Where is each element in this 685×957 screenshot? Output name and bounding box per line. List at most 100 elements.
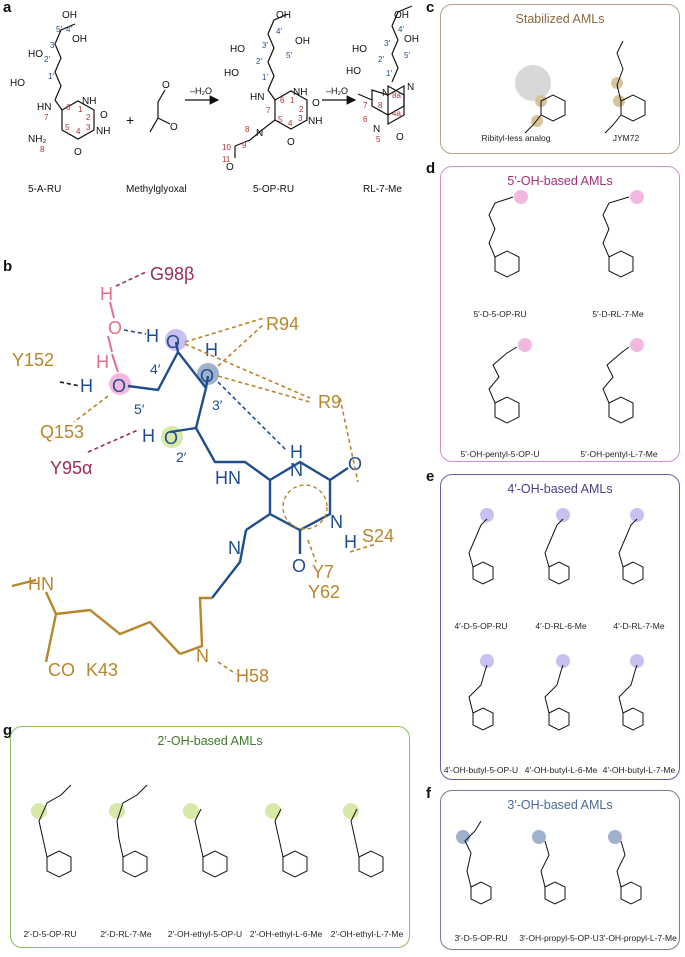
locant: 6: [66, 103, 71, 112]
residue-r9: R9: [318, 392, 341, 412]
panel-e-title: 4′-OH-based AMLs: [507, 482, 613, 496]
locant: 2′: [44, 55, 50, 64]
locant: 8: [378, 101, 383, 110]
locant: 5′: [404, 51, 410, 60]
reaction-scheme: HN HO HO OH OH NH O NH O NH₂ 1′ 2′ 3′ 4′…: [10, 5, 419, 195]
locant: 4: [76, 127, 81, 136]
hl-4prime: [165, 329, 187, 351]
oh-label: OH: [295, 36, 310, 47]
nh-label: NH: [96, 126, 110, 137]
caption-f-2: 3′-OH-propyl-5-OP-U: [519, 933, 599, 943]
panel-d-box: 5′-OH-based AMLs 5′-D-5-OP-RU 5′-D-RL-7-…: [440, 166, 680, 462]
locant: 4′: [276, 27, 282, 36]
contact-y152: [59, 381, 81, 387]
n-label: N: [382, 88, 389, 99]
ho-label: HO: [224, 68, 239, 79]
panel-letter-d: d: [426, 160, 436, 177]
locant: 9: [242, 141, 247, 150]
locant-3prime: 3′: [212, 397, 223, 413]
o5-atom: O: [112, 376, 126, 396]
water-h: H: [96, 352, 109, 372]
hn-label: HN: [37, 102, 51, 113]
locant: 5: [376, 135, 381, 144]
oh-label: OH: [62, 10, 77, 21]
residue-r94: R94: [266, 314, 299, 334]
compound-5-a-ru: HN HO HO OH OH NH O NH O NH₂ 1′ 2′ 3′ 4′…: [10, 10, 110, 158]
oh-label: OH: [404, 34, 419, 45]
locant: 2: [86, 113, 91, 122]
water-o: O: [108, 318, 122, 338]
locant: 1: [290, 96, 295, 105]
locant: 3′: [50, 41, 56, 50]
panel-letter-e: e: [426, 468, 435, 485]
locant: 8: [40, 145, 45, 154]
water-h: H: [100, 284, 113, 304]
contact-g98: [115, 271, 147, 287]
caption-g-3: 2′-OH-ethyl-5-OP-U: [167, 929, 243, 939]
locant: 3: [86, 123, 91, 132]
nh-label: NH: [293, 87, 307, 98]
locant: 4a: [392, 109, 401, 118]
o-label: O: [162, 80, 170, 91]
locant: 1′: [48, 72, 54, 81]
panel-d-title: 5′-OH-based AMLs: [507, 174, 613, 188]
residue-y7: Y7: [312, 562, 334, 582]
locant-4prime: 4′: [150, 361, 161, 377]
panel-c-box: Stabilized AMLs Ribityl-less analog JYM7…: [440, 4, 680, 154]
n3-atom: N: [330, 512, 343, 532]
residue-k43: K43: [86, 660, 118, 680]
locant: 2′: [378, 55, 384, 64]
o-label: O: [100, 110, 108, 121]
interaction-diagram: O O O O H H H H HN N H O N H O N 4′ 3′ 5…: [11, 264, 394, 686]
panel-g-structures: [31, 784, 384, 878]
panel-letter-b: b: [3, 258, 13, 275]
locant: 7: [363, 101, 368, 110]
panel-g-title: 2′-OH-based AMLs: [157, 734, 263, 748]
caption-ribityl-less-analog: Ribityl-less analog: [481, 133, 551, 143]
locant: 1: [78, 105, 83, 114]
compound-5-op-ru: O HN HO HO OH OH NH O NH O N 8 9 10 11 7…: [222, 10, 322, 173]
locant: 3′: [384, 39, 390, 48]
caption-g-2: 2′-D-RL-7-Me: [100, 929, 152, 939]
locant: 4: [288, 119, 293, 128]
n-label: NH: [82, 96, 96, 107]
o4-atom: O: [166, 332, 180, 352]
locant: 7: [266, 106, 271, 115]
locant: 6: [363, 115, 368, 124]
water-contact: [123, 329, 147, 335]
h-atom: H: [205, 340, 218, 360]
nh-label: NH: [308, 116, 322, 127]
h-atom: H: [344, 532, 357, 552]
panel-f-box: 3′-OH-based AMLs 3′-D-5-OP-RU 3′-OH-prop…: [440, 790, 680, 950]
locant: 1′: [386, 69, 392, 78]
caption-d-3: 5′-OH-pentyl-5-OP-U: [460, 449, 540, 459]
locant: 11: [222, 155, 231, 164]
oh-label: OH: [394, 10, 409, 21]
residue-q153: Q153: [40, 422, 84, 442]
caption-g-5: 2′-OH-ethyl-L-7-Me: [330, 929, 404, 939]
locant: 2: [299, 105, 304, 114]
caption-f-1: 3′-D-5-OP-RU: [454, 933, 508, 943]
oh-label: OH: [72, 34, 87, 45]
panel-f-title: 3′-OH-based AMLs: [507, 798, 613, 812]
residue-y95: Y95α: [50, 458, 92, 478]
panel-letter-f: f: [426, 785, 431, 802]
residue-g98: G98β: [150, 264, 194, 284]
caption-e-5: 4′-OH-butyl-L-6-Me: [524, 765, 598, 775]
ho-label: HO: [10, 78, 25, 89]
o-label: O: [396, 132, 404, 143]
hn-atom: HN: [215, 468, 241, 488]
locant: 8a: [392, 91, 401, 100]
co-atom: CO: [48, 660, 75, 680]
panel-letter-c: c: [426, 0, 435, 16]
contact-y95: [87, 429, 139, 453]
o-label: O: [312, 98, 320, 109]
nh2-label: NH₂: [28, 134, 46, 145]
residue-y62: Y62: [308, 582, 340, 602]
caption-f-3: 3′-OH-propyl-L-7-Me: [599, 933, 677, 943]
caption-e-2: 4′-D-RL-6-Me: [535, 621, 587, 631]
panel-c-structures: [515, 40, 646, 134]
caption-e-1: 4′-D-5-OP-RU: [454, 621, 508, 631]
locant: 3: [298, 114, 303, 123]
pi-stacking-ring: [282, 484, 328, 530]
